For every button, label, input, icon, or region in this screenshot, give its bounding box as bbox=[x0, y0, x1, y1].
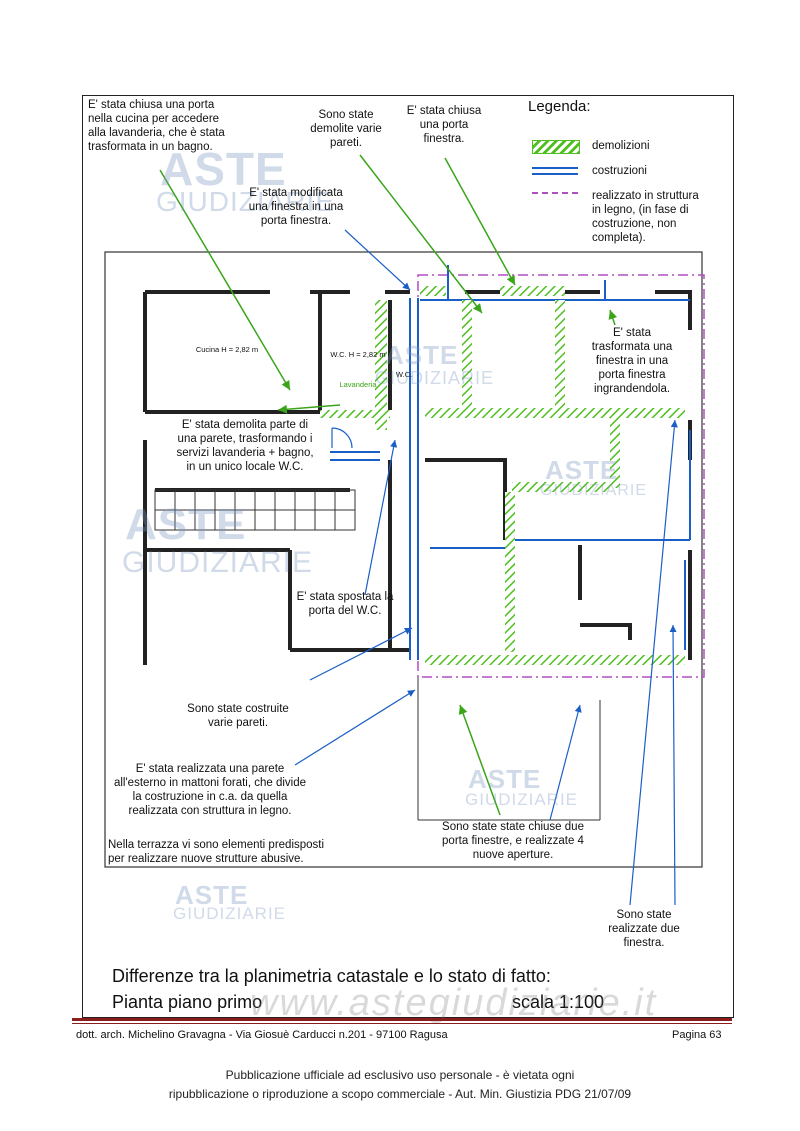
footer-divider-thin bbox=[72, 1023, 732, 1024]
watermark-site: www.astegiudiziarie.it bbox=[250, 982, 658, 1024]
note-pareti-demolite: Sono state demolite varie pareti. bbox=[310, 109, 382, 149]
drawing-subtitle: Pianta piano primo bbox=[112, 992, 263, 1012]
watermark-giudiziarie: GIUDIZIARIE bbox=[122, 546, 314, 579]
legend-swatch-costruzioni bbox=[532, 167, 578, 175]
watermark-giudiziarie: GIUDIZIARIE bbox=[540, 482, 648, 499]
stairs bbox=[154, 489, 356, 531]
legend-title: Legenda: bbox=[528, 98, 591, 115]
footer-page-number: Pagina 63 bbox=[672, 1029, 722, 1041]
legend-label-demolizioni: demolizioni bbox=[592, 140, 650, 152]
drawing-scale: scala 1:100 bbox=[512, 992, 605, 1012]
room-kitchen-label: Cucina H = 2,82 m bbox=[195, 345, 259, 354]
watermark-giudiziarie: GIUDIZIARIE bbox=[156, 186, 336, 217]
note-terrazza: Nella terrazza vi sono elementi predispo… bbox=[108, 839, 325, 865]
watermark-aste: ASTE bbox=[385, 340, 459, 370]
legend-label-legno: realizzato in struttura in legno, (in fa… bbox=[592, 190, 699, 244]
drawing-title: Differenze tra la planimetria catastale … bbox=[112, 966, 551, 986]
green-leaders bbox=[159, 154, 618, 816]
note-parete-demolita: E' stata demolita parte di una parete, t… bbox=[176, 419, 314, 473]
legend-label-costruzioni: costruzioni bbox=[592, 165, 647, 177]
room-laundry-label: Lavanderia bbox=[339, 380, 377, 389]
watermark-giudiziarie: GIUDIZIARIE bbox=[465, 790, 579, 809]
note-pareti-costruite: Sono state costruite varie pareti. bbox=[187, 703, 289, 729]
watermark-aste: ASTE bbox=[175, 880, 249, 910]
room-wc-label: W.C. H = 2,82 m bbox=[330, 350, 386, 359]
watermark-giudiziarie: GIUDIZIARIE bbox=[173, 904, 287, 923]
note-finestra-trasformata: E' stata trasformata una finestra in una… bbox=[591, 327, 673, 395]
room-wc-small-label: W.C. bbox=[395, 370, 413, 379]
watermark-aste: ASTE bbox=[468, 764, 542, 794]
note-finestra-modificata: E' stata modificata una finestra in una … bbox=[248, 187, 344, 227]
note-parete-esterna: E' stata realizzata una parete all'ester… bbox=[113, 763, 307, 817]
terrace-outline bbox=[104, 251, 703, 868]
door-swing bbox=[331, 427, 353, 449]
watermark-aste: ASTE bbox=[125, 500, 247, 549]
blue-leaders bbox=[294, 229, 678, 906]
footer-divider bbox=[72, 1018, 732, 1021]
publication-notice-line2: ripubblicazione o riproduzione a scopo c… bbox=[168, 1087, 632, 1101]
legend-swatch-demolizioni bbox=[532, 140, 580, 154]
note-porte-chiuse: Sono state state chiuse due porta finest… bbox=[442, 821, 584, 861]
note-finestre-realizzate: Sono state realizzate due finestra. bbox=[608, 909, 680, 949]
note-porta-cucina: E' stata chiusa una porta nella cucina p… bbox=[88, 99, 225, 153]
drawing-frame bbox=[82, 95, 734, 1018]
footer-author: dott. arch. Michelino Gravagna - Via Gio… bbox=[76, 1029, 448, 1041]
watermark-giudiziarie: GIUDIZIARIE bbox=[375, 368, 495, 388]
legend-swatch-legno bbox=[532, 192, 578, 194]
publication-notice-line1: Pubblicazione ufficiale ad esclusivo uso… bbox=[225, 1068, 575, 1082]
note-porta-spostata: E' stata spostata la porta del W.C. bbox=[296, 591, 394, 617]
note-porta-finestra-chiusa: E' stata chiusa una porta finestra. bbox=[406, 105, 482, 145]
watermark-aste: ASTE bbox=[545, 455, 619, 485]
watermark-aste: ASTE bbox=[160, 143, 287, 195]
demolished-walls bbox=[320, 286, 685, 665]
